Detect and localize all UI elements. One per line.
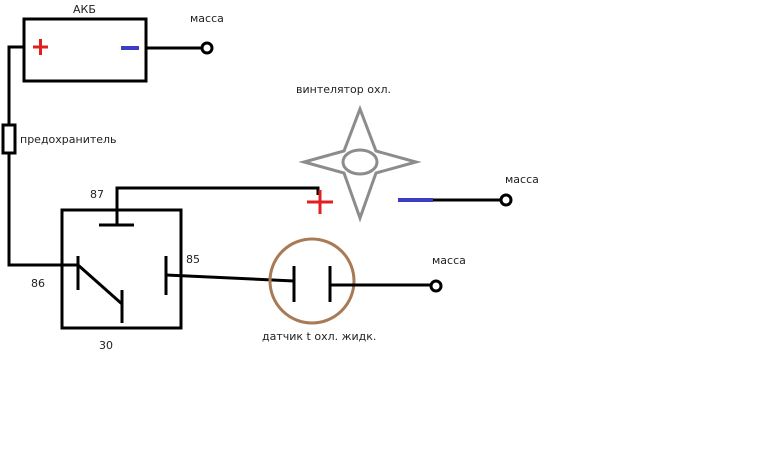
wire-85-sensor [165, 273, 295, 283]
wire-87-fan [115, 186, 320, 225]
battery-box [22, 17, 148, 83]
fan-star-icon [298, 104, 422, 223]
relay-pin-85-label: 85 [186, 253, 200, 266]
fan-label: винтелятор охл. [296, 83, 392, 96]
fan-hub-icon [341, 148, 379, 176]
sensor-ring [268, 237, 356, 325]
ground-terminal-battery [200, 41, 214, 55]
ground-terminal-sensor [429, 279, 443, 293]
battery [22, 17, 148, 83]
ground-label-sensor: масса [432, 254, 466, 267]
sensor-label: датчик t охл. жидк. [262, 330, 377, 343]
fan [298, 104, 422, 223]
positive-terminal-icon [33, 39, 48, 55]
ground-terminal-fan [499, 193, 513, 207]
battery-label: АКБ [73, 3, 96, 16]
relay-pin-87-label: 87 [90, 188, 104, 201]
relay-box [60, 208, 183, 330]
relay [60, 208, 183, 330]
wire-battery-positive [7, 45, 78, 267]
ground-label-fan: масса [505, 173, 539, 186]
relay-switch [76, 256, 124, 323]
relay-pin-86-label: 86 [31, 277, 45, 290]
relay-pin-30-label: 30 [99, 339, 113, 352]
fuse [1, 123, 17, 155]
ground-label-battery: масса [190, 12, 224, 25]
fuse-label: предохранитель [20, 133, 117, 146]
fan-positive-icon [307, 190, 333, 214]
